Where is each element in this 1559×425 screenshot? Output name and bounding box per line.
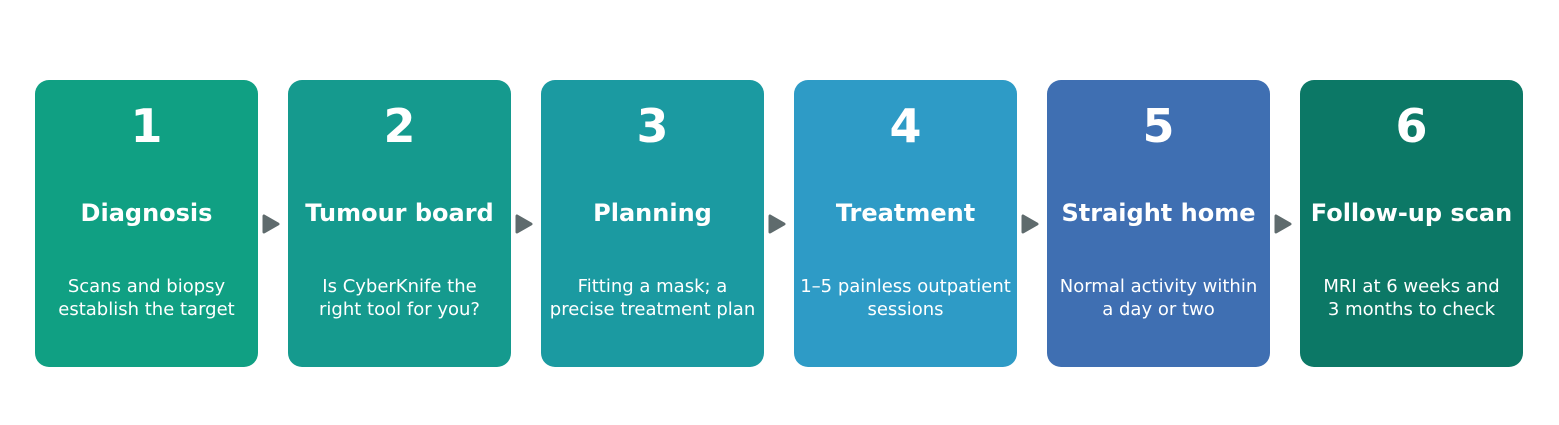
arrow-icon [262,214,280,234]
step-title: Treatment [835,199,976,227]
step-number: 4 [889,99,922,153]
step-description-line: Scans and biopsy [67,276,226,297]
step-description-line: Is CyberKnife the [322,276,477,297]
step-card-treatment: 4 Treatment 1–5 painless outpatient sess… [794,80,1017,367]
step-description-line: 1–5 painless outpatient [800,276,1011,297]
step-title: Straight home [1061,199,1256,227]
step-description-line: sessions [867,299,944,320]
step-number: 5 [1142,99,1175,153]
step-number: 2 [383,99,416,153]
step-description: Scans and biopsy establish the target [31,275,262,321]
step-description-line: 3 months to check [1327,299,1496,320]
step-card-planning: 3 Planning Fitting a mask; a precise tre… [541,80,764,367]
step-number: 3 [636,99,669,153]
step-card-follow-up-scan: 6 Follow-up scan MRI at 6 weeks and 3 mo… [1300,80,1523,367]
arrow-icon [515,214,533,234]
step-title: Follow-up scan [1310,199,1513,227]
step-description-line: right tool for you? [319,299,480,320]
arrow-icon [1274,214,1292,234]
step-description-line: MRI at 6 weeks and [1323,276,1500,297]
step-description: MRI at 6 weeks and 3 months to check [1296,275,1527,321]
step-number: 6 [1395,99,1428,153]
step-card-tumour-board: 2 Tumour board Is CyberKnife the right t… [288,80,511,367]
step-description-line: establish the target [58,299,235,320]
step-description: 1–5 painless outpatient sessions [790,275,1021,321]
step-title: Diagnosis [80,199,213,227]
step-card-straight-home: 5 Straight home Normal activity within a… [1047,80,1270,367]
step-description-line: Fitting a mask; a [577,276,728,297]
step-card-diagnosis: 1 Diagnosis Scans and biopsy establish t… [35,80,258,367]
arrow-icon [1021,214,1039,234]
step-number: 1 [130,99,163,153]
step-description: Fitting a mask; a precise treatment plan [537,275,768,321]
step-description-line: Normal activity within [1059,276,1258,297]
step-title: Planning [593,199,712,227]
step-description-line: a day or two [1102,299,1215,320]
step-description-line: precise treatment plan [549,299,756,320]
step-title: Tumour board [305,199,494,227]
arrow-icon [768,214,786,234]
step-description: Is CyberKnife the right tool for you? [284,275,515,321]
step-description: Normal activity within a day or two [1043,275,1274,321]
